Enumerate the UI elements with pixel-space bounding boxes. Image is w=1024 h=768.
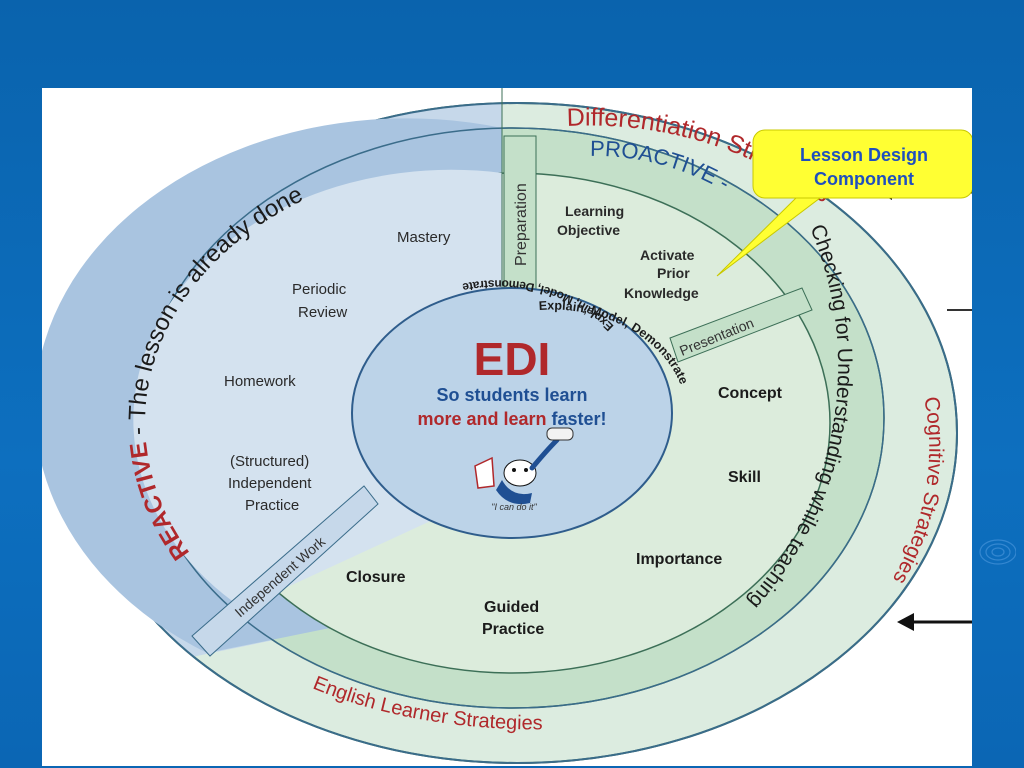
swirl-ornament-icon bbox=[979, 539, 1016, 565]
structured-label-1: (Structured) bbox=[230, 453, 309, 470]
mastery-label: Mastery bbox=[397, 229, 451, 246]
learning-objective-2: Objective bbox=[557, 222, 620, 238]
mascot-motto: "I can do it" bbox=[491, 502, 537, 512]
periodic-label-1: Periodic bbox=[292, 281, 347, 298]
presentation-band bbox=[669, 287, 813, 363]
periodic-label-2: Review bbox=[298, 304, 347, 321]
guided-label-2: Practice bbox=[482, 621, 544, 638]
activate-label-1: Activate bbox=[640, 247, 695, 263]
slide-content: Differentiation Strategies Cognitive Str… bbox=[42, 88, 972, 766]
preparation-label: Preparation bbox=[513, 183, 530, 266]
learning-objective-1: Learning bbox=[565, 203, 624, 219]
independent-work-band bbox=[191, 485, 379, 657]
structured-label-3: Practice bbox=[245, 497, 299, 514]
skill-label: Skill bbox=[728, 469, 761, 486]
guided-label-1: Guided bbox=[484, 599, 539, 616]
edi-diagram: Differentiation Strategies Cognitive Str… bbox=[42, 88, 972, 764]
edi-title: EDI bbox=[474, 333, 551, 385]
activate-label-2: Prior bbox=[657, 265, 690, 281]
center-circle bbox=[351, 287, 673, 539]
center-line-2: more and learn faster! bbox=[417, 409, 606, 429]
callout-line-1: Lesson Design bbox=[800, 145, 928, 165]
preparation-band bbox=[503, 135, 537, 299]
mascot-icon bbox=[474, 427, 574, 505]
homework-label: Homework bbox=[224, 373, 296, 390]
activate-label-3: Knowledge bbox=[624, 285, 699, 301]
structured-label-2: Independent bbox=[228, 475, 312, 492]
lesson-design-callout bbox=[752, 129, 972, 199]
callout-line-2: Component bbox=[814, 169, 914, 189]
center-line-1: So students learn bbox=[436, 385, 587, 405]
importance-label: Importance bbox=[636, 551, 722, 568]
concept-label: Concept bbox=[718, 385, 783, 402]
closure-label: Closure bbox=[346, 569, 406, 586]
